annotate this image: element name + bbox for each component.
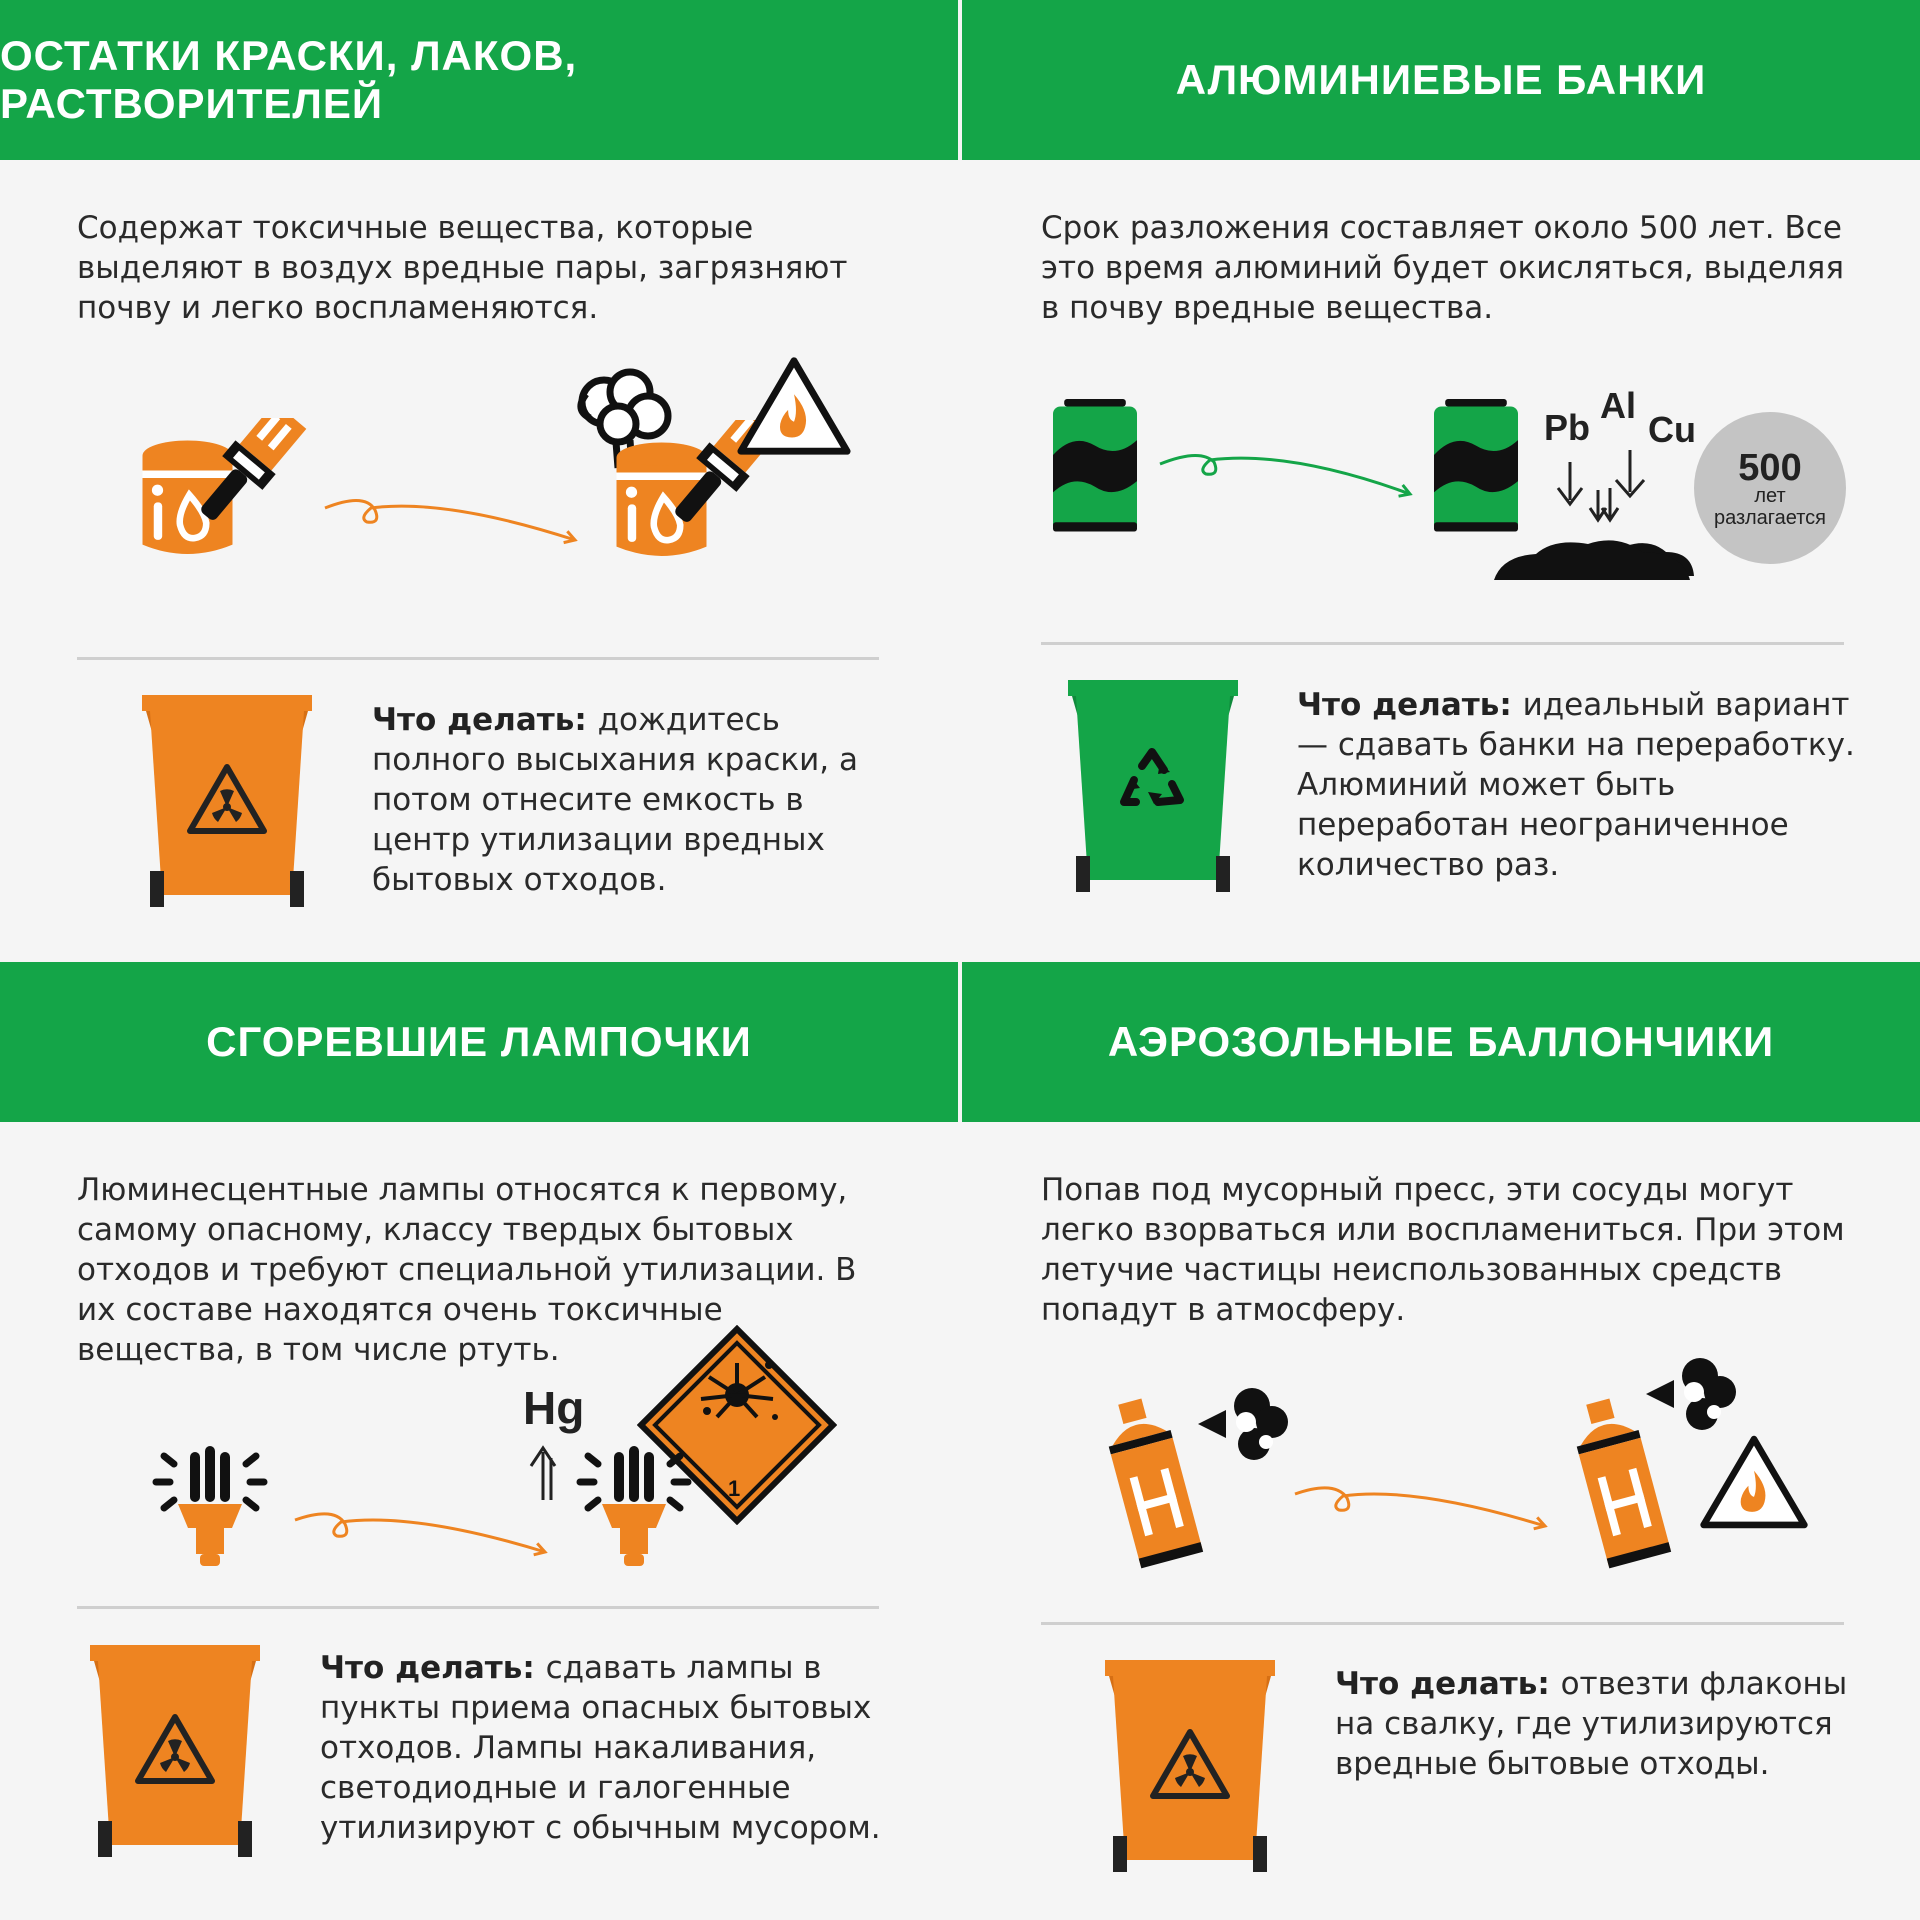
paint-todo-text: дождитесь полного высыхания краски, а по…	[372, 702, 858, 898]
cans-section-title: АЛЮМИНИЕВЫЕ БАНКИ	[962, 0, 1920, 160]
hazard-bin-icon	[142, 695, 312, 915]
paint-section-title: ОСТАТКИ КРАСКИ, ЛАКОВ, РАСТВОРИТЕЛЕЙ	[0, 0, 958, 160]
aerosols-arrow	[1294, 1486, 1548, 1531]
lamps-todo-text: сдавать лампы в пункты приема опасных бы…	[320, 1650, 881, 1846]
cans-todo-label: Что делать:	[1297, 687, 1523, 723]
aerosols-section-title: АЭРОЗОЛЬНЫЕ БАЛЛОНЧИКИ	[962, 962, 1920, 1122]
soil-icon	[1494, 540, 1690, 580]
element-hg: Hg	[523, 1382, 584, 1434]
lamps-divider	[77, 1606, 879, 1609]
hazard-bin-icon	[90, 1645, 260, 1865]
flammable-warning-icon	[1698, 1432, 1810, 1532]
aerosols-todo-label: Что делать:	[1335, 1666, 1561, 1702]
spray-cloud-icon	[1198, 1382, 1298, 1472]
lamps-intro: Люминесцентные лампы относятся к первому…	[77, 1172, 857, 1368]
hazard-class: 1	[728, 1476, 740, 1501]
cans-todo: Что делать: идеальный вариант — сдавать …	[1297, 685, 1877, 885]
recycle-bin-icon	[1068, 680, 1238, 900]
flammable-warning-icon	[735, 354, 853, 458]
decay-badge: 500 лет разлагается	[1694, 412, 1846, 564]
badge-unit: лет	[1754, 485, 1785, 507]
aluminum-can-icon	[1434, 394, 1518, 544]
aluminum-can-icon	[1053, 394, 1137, 544]
cans-intro: Срок разложения составляет около 500 лет…	[1041, 210, 1844, 326]
paint-arrow	[324, 499, 578, 545]
element-pb: Pb	[1544, 407, 1590, 448]
cfl-bulb-icon	[574, 1446, 694, 1586]
cans-arrow	[1159, 454, 1413, 498]
badge-text: разлагается	[1714, 507, 1826, 529]
paint-intro: Содержат токсичные вещества, которые выд…	[77, 210, 848, 326]
lamps-todo-label: Что делать:	[320, 1650, 546, 1686]
paint-todo: Что делать: дождитесь полного высыхания …	[372, 700, 892, 900]
lamps-todo: Что делать: сдавать лампы в пункты прием…	[320, 1648, 910, 1848]
paint-divider	[77, 657, 879, 660]
mercury-label: Hg	[523, 1382, 584, 1500]
cans-todo-text: идеальный вариант — сдавать банки на пер…	[1297, 687, 1855, 883]
cans-divider	[1041, 642, 1844, 645]
paint-todo-label: Что делать:	[372, 702, 598, 738]
element-al: Al	[1600, 385, 1636, 426]
aerosols-todo-text: отвезти флаконы на свалку, где утилизиру…	[1335, 1666, 1848, 1782]
hazard-class-number: 1	[728, 1476, 740, 1501]
badge-number: 500	[1738, 447, 1801, 489]
cfl-bulb-icon	[150, 1446, 270, 1586]
spray-cloud-icon	[1646, 1352, 1746, 1442]
paint-can-icon	[140, 418, 310, 568]
aerosols-divider	[1041, 1622, 1844, 1625]
element-cu: Cu	[1648, 409, 1696, 450]
aerosols-todo: Что делать: отвезти флаконы на свалку, г…	[1335, 1664, 1875, 1784]
hazard-bin-icon	[1105, 1660, 1275, 1880]
lamps-arrow	[294, 1512, 548, 1557]
aerosols-intro: Попав под мусорный пресс, эти сосуды мог…	[1041, 1172, 1845, 1328]
lamps-section-title: СГОРЕВШИЕ ЛАМПОЧКИ	[0, 962, 958, 1122]
